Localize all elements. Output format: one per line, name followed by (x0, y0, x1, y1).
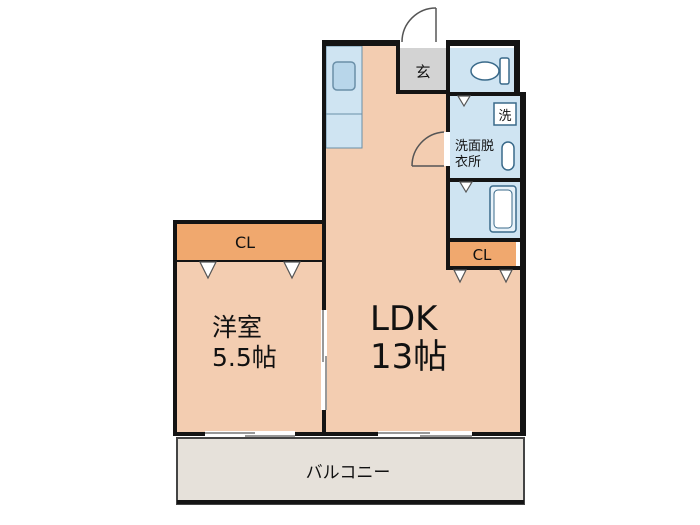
balcony-floor (176, 437, 525, 505)
washroom-label-line1: 洗面脱 (455, 139, 494, 154)
entrance-door (401, 7, 438, 43)
ldk-label-line1: LDK (370, 299, 439, 339)
washroom-label-line2: 衣所 (455, 154, 481, 170)
toilet-icon (470, 57, 510, 85)
ldk-window (378, 431, 472, 437)
entrance-label: 玄 (415, 63, 430, 81)
bathtub-icon (489, 185, 517, 233)
bedroom-label-line2: 5.5帖 (212, 343, 277, 372)
bedroom-sliding-door (321, 310, 327, 410)
bedroom-closet-label: CL (235, 233, 255, 252)
ldk-floor (326, 44, 520, 432)
ldk-closet-label: CL (473, 246, 492, 264)
bath-door (458, 181, 474, 194)
balcony-rail (177, 500, 524, 504)
washer-icon (493, 102, 517, 126)
bedroom-closet-doors (199, 261, 301, 280)
ldk-label-line2: 13帖 (370, 337, 447, 377)
bedroom-closet (177, 224, 324, 260)
balcony-label: バルコニー (306, 463, 391, 483)
bedroom-label-line1: 洋室 (212, 313, 262, 342)
ldk-closet (450, 242, 516, 266)
washroom-door (411, 131, 450, 167)
washer-label: 洗 (498, 109, 511, 124)
bedroom-window (205, 431, 295, 437)
washroom-wall-door (456, 95, 472, 108)
washbasin-icon (501, 141, 515, 171)
ldk-closet-doors (453, 269, 513, 284)
kitchen-sink (332, 61, 356, 91)
entrance-floor (400, 48, 446, 92)
bedroom-floor (177, 262, 324, 432)
